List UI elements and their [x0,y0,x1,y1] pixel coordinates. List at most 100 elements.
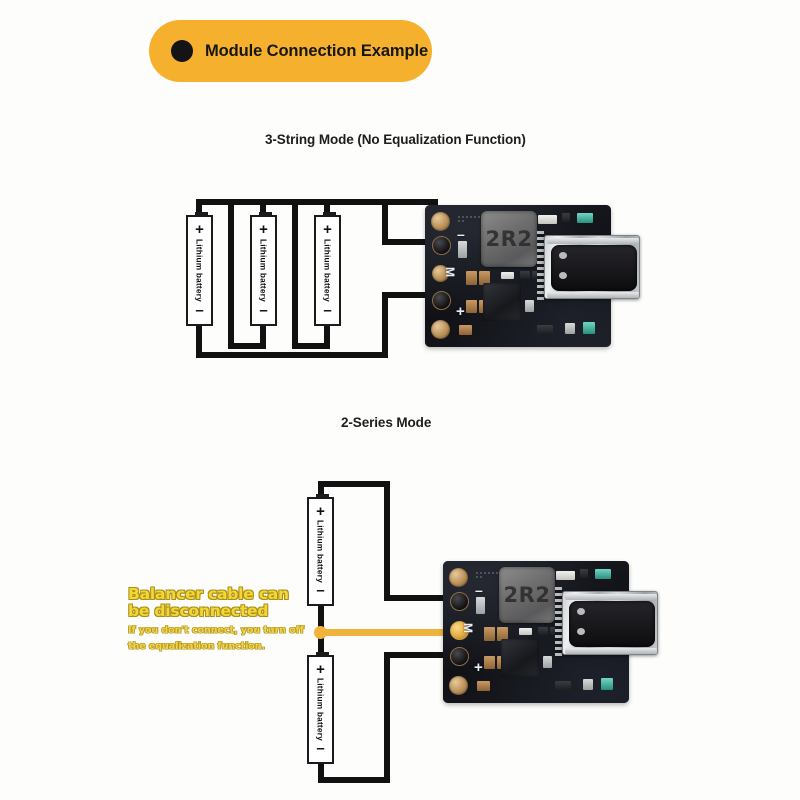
callout-title-line-1: Balancer cable can [128,585,289,603]
smd-resistor [562,213,570,222]
wire-to-pad-minus [382,239,454,245]
usbc-contact [577,608,585,615]
smd-resistor [543,656,552,668]
silkscreen-dots [475,571,499,579]
smd-capacitor [459,325,472,335]
usbc-bottom-lip [547,292,639,298]
pad-minus[interactable] [432,236,451,255]
filled-circle-icon [171,40,193,62]
smd-capacitor [497,627,508,641]
battery-terminal-cap [195,212,208,217]
usb-c-connector[interactable] [544,235,640,299]
mounting-hole [432,265,449,282]
smd-capacitor [479,271,490,285]
callout-sub-line-1: If you don't connect, you turn off [128,624,304,636]
section-title-2-series: 2-Series Mode [341,415,432,430]
battery-label: Lithium battery [194,238,205,302]
pcb-substrate: – M + 2R2 [443,561,629,703]
battery-minus-sign: – [323,302,332,319]
inductor-marking: 2R2 [485,227,533,251]
pad-label-middle: M [461,623,475,633]
battery-label: Lithium battery [315,677,326,741]
wire-bat3-top-stub [324,199,330,217]
inductor-2r2: 2R2 [499,567,555,623]
wire-top-bat-plus-stub [318,481,324,499]
callout-title-line-2: be disconnected [128,602,269,621]
smd-resistor [565,323,575,334]
wire-bottom-rail-rise [382,292,388,358]
battery-minus-sign: – [316,740,325,757]
smd-led [595,569,611,579]
smd-capacitor [484,656,495,669]
wire-link-2-3 [292,199,298,349]
wire-link-2-3-foot [292,343,330,349]
smd-resistor [583,679,593,690]
smd-led [583,322,595,334]
battery-cell: + Lithium battery – [307,652,334,764]
balancer-wire[interactable] [320,629,472,636]
pad-label-middle: M [443,267,457,277]
usbc-top-lip [565,594,657,600]
battery-terminal-cap [323,212,336,217]
usbc-contact [559,272,567,279]
wire-top-rail-drop [382,199,388,245]
wire-bat2-bottom-stub [260,325,266,345]
smd-resistor [532,271,541,279]
usbc-solder-tabs [537,231,544,301]
battery-minus-sign: – [316,582,325,599]
usb-c-connector[interactable] [562,591,658,655]
battery-minus-sign: – [195,302,204,319]
module-connection-badge: Module Connection Example [149,20,432,82]
pad-minus[interactable] [450,592,469,611]
wire-bottom-bat-minus-stub [318,763,324,783]
inductor-marking: 2R2 [503,583,551,607]
wire-bat3-bottom-stub [324,325,330,345]
mounting-hole [449,568,468,587]
wire-bat1-bottom-stub [196,325,202,358]
usbc-contact [577,628,585,635]
wire-top-rail-drop [384,481,390,601]
wire-bat2-top-stub [260,199,266,217]
battery-cell: + Lithium battery – [314,212,341,326]
smd-resistor [501,272,514,279]
balancer-wire-tap-node [314,626,327,639]
smd-capacitor [466,271,477,285]
callout-sub-line-2: the equalization function. [128,640,266,652]
smd-capacitor [466,300,477,313]
smd-resistor [519,628,532,635]
wire-bottom-rail [196,352,388,358]
smd-resistor [580,569,588,578]
wire-link-1-2 [228,199,234,349]
battery-cell: + Lithium battery – [250,212,277,326]
wire-to-pad-plus [382,292,454,298]
smd-capacitor [477,681,490,691]
battery-terminal-cap [316,652,329,657]
battery-plus-sign: + [259,221,268,238]
smd-resistor [458,241,467,258]
pad-plus[interactable] [432,291,451,310]
battery-cell: + Lithium battery – [307,494,334,606]
pad-label-plus: + [474,659,483,676]
charger-ic [501,639,539,677]
mounting-hole [449,676,468,695]
pad-label-minus: – [457,226,465,242]
wire-bat1-top-stub [196,199,202,217]
charger-module-board: – M + 2R2 [443,561,658,703]
pad-plus[interactable] [450,647,469,666]
battery-plus-sign: + [323,221,332,238]
smd-resistor [538,627,548,635]
smd-led [601,678,613,690]
usbc-top-lip [547,238,639,244]
wire-link-1-2-foot [228,343,266,349]
battery-label: Lithium battery [315,519,326,583]
battery-label: Lithium battery [258,238,269,302]
wire-bottom-rail-rise [384,652,390,783]
pad-m-balancer[interactable] [450,621,469,640]
smd-resistor [525,300,534,312]
smd-capacitor [484,627,495,641]
usbc-cavity [569,601,655,647]
smd-resistor [537,325,553,334]
section-title-3-string: 3-String Mode (No Equalization Function) [265,132,526,147]
battery-terminal-cap [316,494,329,499]
